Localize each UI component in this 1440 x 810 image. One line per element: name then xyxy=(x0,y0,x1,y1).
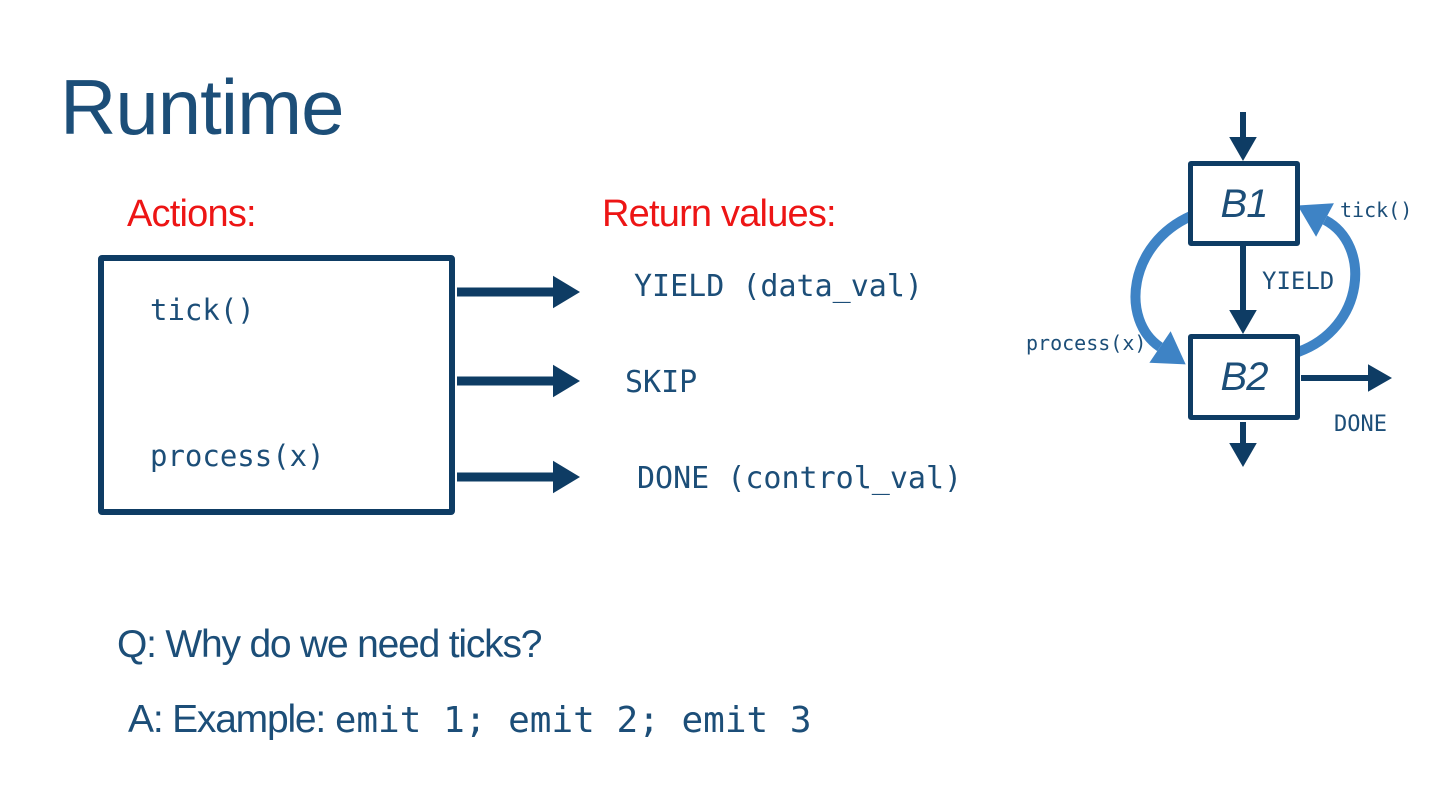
edge-label-yield: YIELD xyxy=(1262,267,1335,295)
edge-label-done: DONE xyxy=(1334,412,1387,437)
node-b1-label: B1 xyxy=(1220,181,1269,226)
return-value-yield: YIELD (data_val) xyxy=(634,269,923,304)
action-process-label: process(x) xyxy=(150,439,325,473)
answer-prefix: A: Example: xyxy=(128,698,335,741)
diagram-node-b2: B2 xyxy=(1188,334,1300,420)
page-title: Runtime xyxy=(60,63,344,151)
return-value-skip: SKIP xyxy=(625,365,698,400)
actions-label: Actions: xyxy=(127,193,257,235)
answer-text: A: Example: emit 1; emit 2; emit 3 xyxy=(128,700,812,739)
return-values-label: Return values: xyxy=(602,193,837,235)
return-value-done: DONE (control_val) xyxy=(637,461,963,496)
question-text: Q: Why do we need ticks? xyxy=(117,623,542,666)
edge-label-process: process(x) xyxy=(1026,331,1147,355)
node-b2-label: B2 xyxy=(1220,355,1269,399)
actions-box xyxy=(98,255,455,515)
action-tick-label: tick() xyxy=(150,293,255,327)
edge-label-tick: tick() xyxy=(1340,198,1413,222)
answer-code: emit 1; emit 2; emit 3 xyxy=(334,700,812,741)
diagram-node-b1: B1 xyxy=(1188,161,1300,246)
curved-arrow-process-b1-to-b2 xyxy=(1130,211,1194,365)
